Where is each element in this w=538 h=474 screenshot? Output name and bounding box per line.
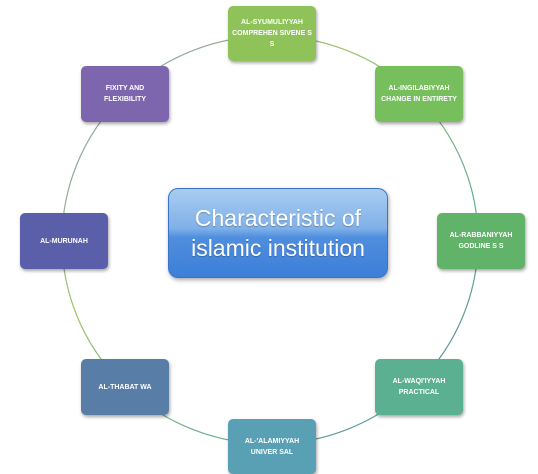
node-label: AL-THABAT WA (98, 383, 152, 391)
center-label: Characteristic of islamic institution (191, 205, 365, 261)
node-label: AL-INGILABIYYAH CHANGE IN ENTIRETY (381, 85, 457, 103)
node-al-syumuliyyah: AL-SYUMULIYYAH COMPREHEN SIVENE S S (228, 6, 316, 61)
node-label: AL-SYUMULIYYAH COMPREHEN SIVENE S S (232, 19, 312, 48)
node-label: AL-'ALAMIYYAH UNIVER SAL (244, 437, 300, 456)
node-al-murunah: AL-MURUNAH (20, 213, 108, 269)
node-label: AL-MURUNAH (40, 237, 88, 245)
center-node: Characteristic of islamic institution (168, 188, 388, 278)
node-label: AL-RABBANIYYAH GODLINE S S (449, 232, 513, 250)
node-fixity-and-flexibility: FIXITY AND FLEXIBILITY (81, 66, 169, 122)
node-al-waqiiyyah: Al-WAQI'IYYAH PRACTICAL (375, 359, 463, 415)
node-al-alamiyyah: AL-'ALAMIYYAH UNIVER SAL (228, 419, 316, 474)
node-al-thabat-wa: AL-THABAT WA (81, 359, 169, 415)
node-al-rabbaniyyah: AL-RABBANIYYAH GODLINE S S (437, 213, 525, 269)
node-label: Al-WAQI'IYYAH PRACTICAL (392, 378, 446, 396)
node-al-ingilabiyyah: AL-INGILABIYYAH CHANGE IN ENTIRETY (375, 66, 463, 122)
node-label: FIXITY AND FLEXIBILITY (104, 85, 146, 103)
